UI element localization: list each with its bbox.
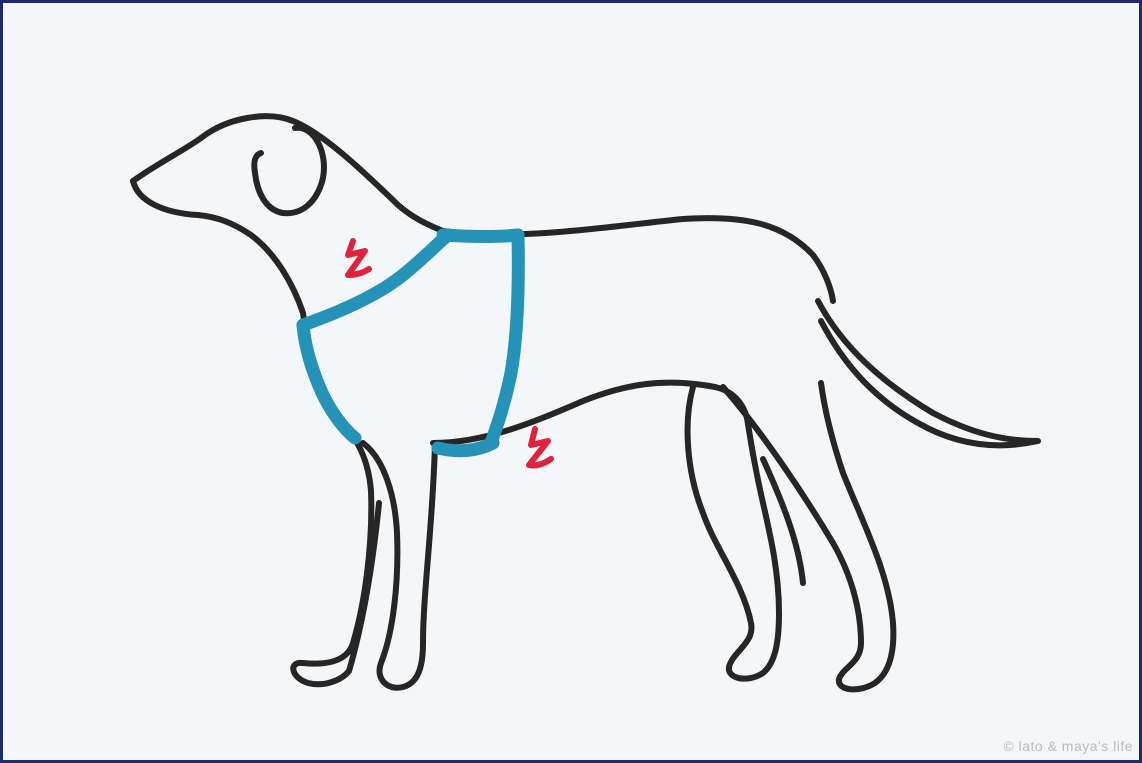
harness-front-strap — [303, 325, 355, 438]
neck-measurement-marker — [348, 241, 369, 275]
dog-tail — [818, 301, 1038, 445]
harness-neck-strap — [303, 235, 448, 325]
harness-belly-strap — [438, 443, 493, 451]
dog-front-leg-near — [293, 413, 371, 684]
harness — [303, 235, 518, 451]
chest-measurement-marker — [529, 429, 551, 466]
dog-muzzle-throat — [133, 181, 333, 413]
dog-outline — [133, 116, 1038, 689]
dog-ear — [254, 128, 324, 213]
harness-chest-strap — [491, 235, 518, 443]
dog-harness-drawing — [3, 3, 1139, 760]
dog-hind-leg-near — [688, 387, 779, 679]
harness-back-strap — [443, 235, 518, 237]
watermark-text: © lato & maya's life — [1003, 738, 1133, 754]
dog-belly — [433, 383, 715, 443]
